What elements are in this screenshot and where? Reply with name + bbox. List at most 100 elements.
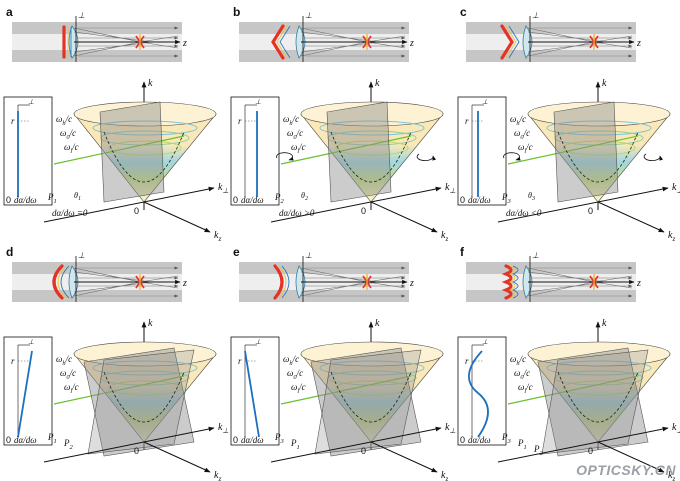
kz-label-main: k — [214, 470, 219, 481]
profile-perp: ⊥ — [28, 98, 34, 106]
theta-sub: 3 — [531, 196, 535, 202]
pulse-front — [273, 264, 284, 300]
k-perp-label-main: k — [445, 182, 450, 193]
omega-0-main: ω — [514, 128, 520, 138]
k-perp-axis — [43, 186, 215, 223]
omega-0-tail: /c — [69, 368, 77, 378]
perp-symbol: ⊥ — [78, 11, 85, 20]
spectral-plane — [326, 101, 392, 203]
spectral-plane — [310, 347, 422, 457]
cone-top — [73, 101, 217, 127]
profile-axis-label: dα/dω — [241, 195, 264, 205]
pulse-front-blue — [508, 25, 520, 59]
kz-label: kz — [668, 470, 675, 481]
watermark: OPTICSKY.CN — [576, 462, 676, 478]
omega-h-main: ω — [56, 354, 62, 364]
kz-label-main: k — [441, 230, 446, 241]
pulse-front-blue — [279, 25, 291, 59]
profile-frame — [230, 96, 280, 206]
condition-label: dα/dω >0 — [279, 208, 315, 218]
omega-h-tail: /c — [292, 114, 300, 124]
pulse-front-blue — [60, 265, 70, 299]
profile-r: r — [238, 356, 242, 366]
plane-label-main: P — [274, 432, 281, 442]
profile-r: r — [238, 116, 242, 126]
theta-main: θ — [74, 191, 78, 200]
beam-tube-a: ⊥z — [12, 11, 187, 62]
profile-frame — [457, 336, 507, 446]
profile-r: r — [465, 356, 469, 366]
plane-label-main: P — [501, 192, 508, 202]
z-label: z — [182, 38, 187, 49]
profile-axis-label: dα/dω — [241, 435, 264, 445]
rotation-arrow-right — [643, 153, 664, 161]
omega-h-sub: h — [289, 120, 292, 127]
plane-label-sub: 3 — [280, 438, 285, 445]
kz-axis — [143, 201, 211, 233]
kz-label-main: k — [668, 470, 673, 481]
omega-l-sub: l — [297, 388, 299, 395]
panel-d: d — [6, 245, 13, 259]
profile-perp: ⊥ — [28, 338, 34, 346]
omega-h-main: ω — [510, 354, 516, 364]
k-perp-label-main: k — [672, 422, 677, 433]
profile-perp: ⊥ — [482, 98, 488, 106]
frequency-ring — [92, 120, 198, 136]
diverging-rays — [139, 35, 179, 49]
plane-label-sub: 3 — [507, 198, 512, 205]
omega-l-main: ω — [64, 382, 70, 392]
omega-0-sub: 0 — [66, 134, 70, 141]
perp-symbol: ⊥ — [305, 11, 312, 20]
plane-label-main: P — [63, 438, 70, 448]
origin-label: 0 — [361, 206, 366, 216]
profile-axis-label: dα/dω — [14, 435, 37, 445]
beam-tube-b: ⊥z — [239, 11, 414, 62]
frequency-ring — [319, 120, 425, 136]
k-perp-axis — [43, 426, 215, 463]
pulse-front-yellow — [508, 265, 516, 299]
origin-label: 0 — [134, 206, 139, 216]
k-perp-label-main: k — [218, 422, 223, 433]
pulse-front-yellow — [505, 25, 517, 59]
kz-label-main: k — [668, 230, 673, 241]
diverging-rays — [593, 35, 633, 49]
panel-label: e — [233, 245, 240, 259]
panel-label: d — [6, 245, 13, 259]
plane-label: P1 — [47, 192, 57, 205]
panel-label: c — [460, 5, 467, 19]
profile-r: r — [11, 116, 15, 126]
theta-label: θ2 — [301, 191, 308, 202]
omega-0-sub: 0 — [520, 134, 524, 141]
panel-label: f — [460, 245, 465, 259]
pulse-front — [501, 264, 513, 300]
frequency-ring — [546, 120, 652, 136]
profile-zero: 0 — [6, 435, 11, 445]
plane-label-sub: 1 — [297, 444, 300, 451]
plane-label: P2 — [533, 444, 544, 457]
omega-l: ωl/c — [64, 382, 79, 395]
frequency-ring — [108, 140, 182, 156]
omega-h-main: ω — [283, 354, 289, 364]
kz-label-sub: z — [671, 235, 675, 243]
plane-label-main: P — [274, 192, 281, 202]
panel-f: f — [460, 245, 465, 259]
profile-perp: ⊥ — [482, 338, 488, 346]
k-perp-label: k⊥ — [218, 422, 229, 435]
plane-label-sub: 1 — [54, 438, 57, 445]
intersection-curve — [103, 131, 185, 183]
omega-0: ω0/c — [287, 128, 303, 141]
k-label: k — [602, 78, 607, 89]
light-line — [280, 375, 412, 405]
profile-curve — [468, 350, 489, 438]
omega-0-main: ω — [287, 368, 293, 378]
omega-l: ωl/c — [518, 142, 533, 155]
plane-label: P3 — [274, 432, 285, 445]
omega-l-sub: l — [70, 148, 72, 155]
profile-zero: 0 — [6, 195, 11, 205]
k-perp-axis — [497, 426, 669, 463]
profile-zero: 0 — [460, 435, 465, 445]
kz-label-sub: z — [217, 475, 221, 481]
rotation-arrow-right — [416, 153, 437, 161]
